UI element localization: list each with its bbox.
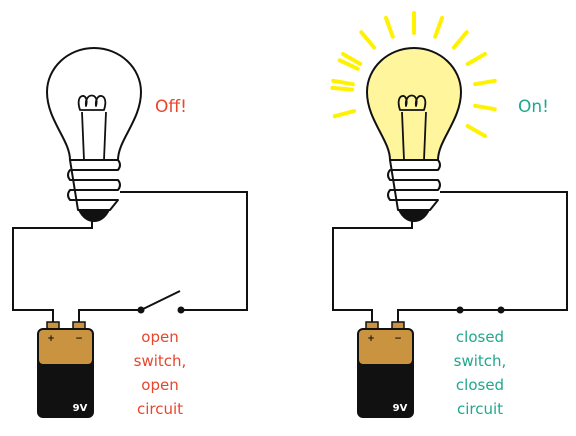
light-ray [465, 124, 487, 138]
light-ray [332, 109, 357, 119]
bulb-base [387, 159, 441, 211]
switch-label-line: open [141, 376, 178, 394]
switch-label-open: open switch, open circuit [134, 328, 187, 418]
battery-left: + − 9V [37, 321, 94, 418]
open-circuit-wires [12, 191, 248, 324]
light-ray [330, 85, 355, 92]
battery-plus-sign: + [367, 334, 375, 344]
battery-terminal-minus [391, 321, 405, 330]
battery-voltage: 9V [73, 403, 88, 414]
light-ray [433, 15, 444, 39]
switch-label-line: open [141, 328, 178, 346]
open-circuit: Off! + − 9V open switch, open circuit [12, 47, 248, 418]
switch-contact-left [137, 306, 145, 314]
light-ray [465, 52, 487, 66]
light-ray [473, 78, 497, 87]
bulb-contact [78, 210, 110, 222]
switch-contact-right [497, 306, 505, 314]
switch-contact-left [456, 306, 464, 314]
status-on: On! [518, 97, 549, 117]
switch-label-line: circuit [137, 400, 183, 418]
bulb-base [67, 159, 121, 211]
closed-circuit: On! + − 9V closed switch, closed circuit [330, 11, 568, 418]
switch-label-line: switch, [134, 352, 187, 370]
battery-voltage: 9V [393, 403, 408, 414]
switch-label-line: closed [456, 328, 504, 346]
switch-contact-right [177, 306, 185, 314]
bulb-glass [46, 47, 142, 161]
switch-label-line: closed [456, 376, 504, 394]
bulb-glass [366, 47, 462, 161]
bulb-filament [397, 94, 427, 161]
light-ray [337, 58, 360, 71]
switch-label-line: switch, [454, 352, 507, 370]
battery-terminal-plus [46, 321, 60, 330]
bulb-contact [398, 210, 430, 222]
light-ray [384, 15, 395, 39]
switch-label-line: circuit [457, 400, 503, 418]
battery-plus-sign: + [47, 334, 55, 344]
battery-top [359, 330, 412, 364]
battery-terminal-plus [365, 321, 379, 330]
battery-minus-sign: − [75, 334, 83, 344]
light-ray [359, 30, 377, 50]
battery-terminal-minus [72, 321, 86, 330]
light-ray [473, 103, 497, 112]
closed-switch [456, 306, 505, 314]
light-ray [451, 30, 469, 50]
bulb-off [46, 47, 142, 222]
open-switch [137, 290, 185, 314]
bulb-on [366, 47, 462, 222]
battery-minus-sign: − [394, 334, 402, 344]
battery-top [39, 330, 92, 364]
light-rays [330, 11, 497, 138]
switch-label-closed: closed switch, closed circuit [454, 328, 507, 418]
light-ray [341, 52, 363, 66]
battery-right: + − 9V [357, 321, 414, 418]
status-off: Off! [155, 97, 187, 117]
closed-circuit-wires [332, 191, 568, 324]
switch-lever [140, 290, 181, 311]
bulb-filament [77, 94, 107, 161]
light-ray [331, 78, 355, 87]
